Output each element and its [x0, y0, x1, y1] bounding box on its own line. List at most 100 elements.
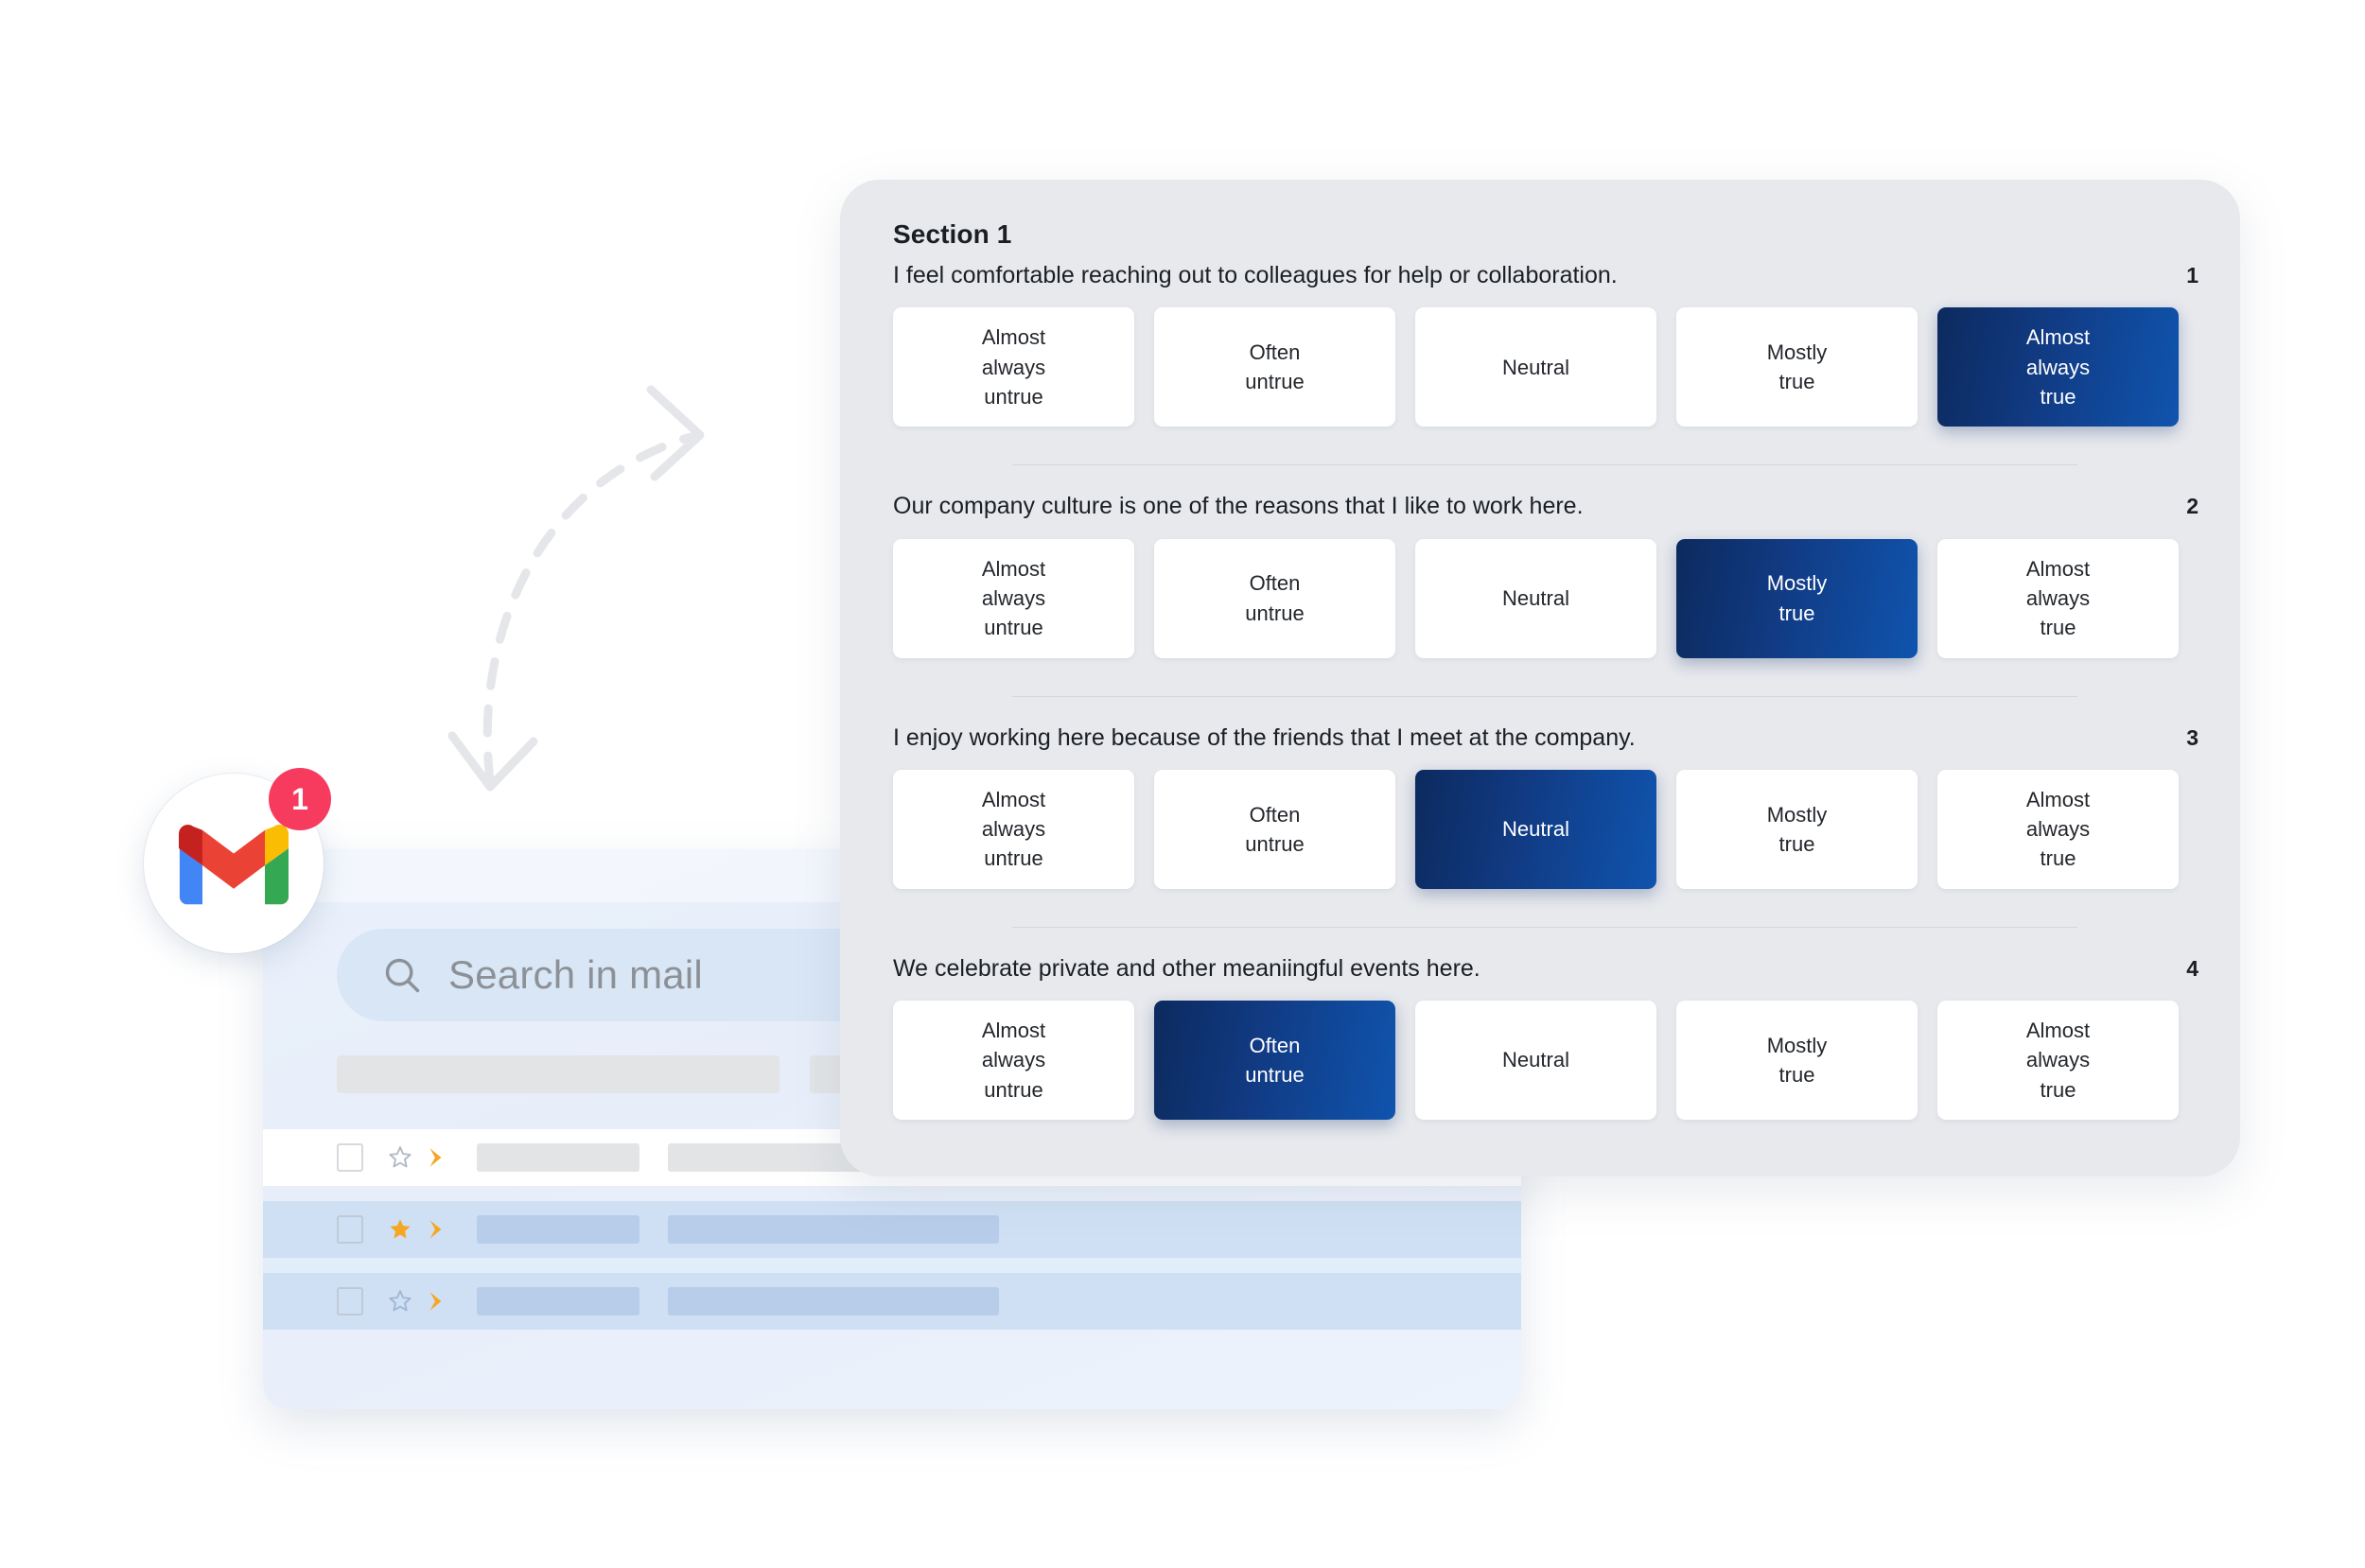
- row-gap: [263, 1186, 1521, 1201]
- subject-placeholder-bar: [668, 1215, 999, 1244]
- scale-option-neutral[interactable]: Neutral: [1415, 538, 1656, 658]
- search-placeholder-text: Search in mail: [448, 952, 703, 997]
- option-line: Almost: [2025, 787, 2091, 811]
- scale-options: Almost always untrue Often untrue Neutral M…: [893, 538, 2240, 664]
- option-line: always: [2025, 355, 2091, 379]
- scale-option-mostly-true[interactable]: Mostly true: [1676, 1001, 1918, 1120]
- option-line: Mostly: [1766, 571, 1828, 596]
- star-filled-icon[interactable]: [386, 1215, 414, 1244]
- scale-option-mostly-true[interactable]: Mostly true: [1676, 769, 1918, 889]
- option-line: untrue: [1245, 370, 1305, 394]
- option-line: Mostly: [1766, 802, 1828, 827]
- scale-option-neutral[interactable]: Neutral: [1415, 307, 1656, 427]
- option-line: Often: [1249, 1033, 1301, 1057]
- option-line: true: [1778, 1063, 1815, 1087]
- option-line: true: [2040, 1077, 2076, 1102]
- subject-placeholder-bar: [668, 1287, 999, 1315]
- option-line: Neutral: [1502, 585, 1569, 610]
- scale-option-neutral[interactable]: Neutral: [1415, 1001, 1656, 1120]
- scale-option-often-untrue[interactable]: Often untrue: [1154, 769, 1395, 889]
- mail-row[interactable]: [263, 1201, 1521, 1258]
- scale-option-often-untrue[interactable]: Often untrue: [1154, 1001, 1395, 1120]
- question-text: We celebrate private and other meaniingf…: [893, 954, 1480, 982]
- option-line: untrue: [1245, 1063, 1305, 1087]
- scale-option-almost-always-true[interactable]: Almost always true: [1937, 538, 2179, 658]
- option-line: always: [2025, 585, 2091, 610]
- survey-panel: Section 1 I feel comfortable reaching ou…: [840, 180, 2240, 1176]
- important-marker-icon[interactable]: [424, 1215, 448, 1244]
- option-line: Almost: [981, 1019, 1046, 1043]
- option-line: Almost: [2025, 556, 2091, 581]
- checkbox-icon[interactable]: [337, 1287, 363, 1315]
- option-line: untrue: [984, 846, 1043, 871]
- scale-option-almost-always-true[interactable]: Almost always true: [1937, 307, 2179, 427]
- option-line: true: [2040, 384, 2076, 409]
- option-line: Almost: [981, 556, 1046, 581]
- option-line: always: [981, 355, 1046, 379]
- option-line: untrue: [1245, 601, 1305, 625]
- scale-option-almost-always-untrue[interactable]: Almost always untrue: [893, 769, 1134, 889]
- option-line: untrue: [984, 384, 1043, 409]
- mail-row[interactable]: [263, 1273, 1521, 1330]
- row-gap: [263, 1258, 1521, 1273]
- option-line: always: [981, 585, 1046, 610]
- important-marker-icon[interactable]: [424, 1143, 448, 1172]
- scale-option-often-untrue[interactable]: Often untrue: [1154, 307, 1395, 427]
- search-icon: [385, 958, 420, 993]
- option-line: always: [981, 817, 1046, 842]
- checkbox-icon[interactable]: [337, 1143, 363, 1172]
- scale-option-neutral[interactable]: Neutral: [1415, 769, 1656, 889]
- gmail-logo-icon: [179, 825, 289, 905]
- important-marker-icon[interactable]: [424, 1287, 448, 1315]
- dashed-arrow-decoration: [447, 385, 705, 792]
- option-line: Almost: [981, 325, 1046, 350]
- scale-option-almost-always-true[interactable]: Almost always true: [1937, 1001, 2179, 1120]
- notification-badge: 1: [269, 768, 331, 830]
- option-line: Neutral: [1502, 355, 1569, 379]
- option-line: untrue: [1245, 831, 1305, 856]
- scale-options: Almost always untrue Often untrue Neutral M…: [893, 307, 2240, 432]
- scale-option-mostly-true[interactable]: Mostly true: [1676, 307, 1918, 427]
- placeholder-chip: [337, 1055, 780, 1093]
- question-divider: [1012, 926, 2077, 928]
- question-block: We celebrate private and other meaniingf…: [893, 928, 2240, 1125]
- scale-option-often-untrue[interactable]: Often untrue: [1154, 538, 1395, 658]
- option-line: true: [1778, 601, 1815, 625]
- star-outline-icon[interactable]: [386, 1287, 414, 1315]
- question-number: 3: [2186, 724, 2199, 750]
- option-line: Almost: [2025, 1019, 2091, 1043]
- option-line: Almost: [2025, 325, 2091, 350]
- checkbox-icon[interactable]: [337, 1215, 363, 1244]
- option-line: Often: [1249, 802, 1301, 827]
- question-number: 4: [2186, 955, 2199, 981]
- sender-placeholder-bar: [477, 1143, 639, 1172]
- question-block: Our company culture is one of the reason…: [893, 465, 2240, 663]
- option-line: Neutral: [1502, 1048, 1569, 1072]
- option-line: true: [1778, 831, 1815, 856]
- option-line: Mostly: [1766, 340, 1828, 365]
- option-line: Often: [1249, 340, 1301, 365]
- option-line: Almost: [981, 787, 1046, 811]
- option-line: always: [2025, 817, 2091, 842]
- sender-placeholder-bar: [477, 1287, 639, 1315]
- option-line: true: [2040, 616, 2076, 640]
- question-text: Our company culture is one of the reason…: [893, 493, 1584, 520]
- star-outline-icon[interactable]: [386, 1143, 414, 1172]
- question-divider: [1012, 464, 2077, 466]
- option-line: always: [2025, 1048, 2091, 1072]
- question-text: I feel comfortable reaching out to colle…: [893, 262, 1618, 288]
- gmail-app-icon[interactable]: 1: [144, 768, 331, 953]
- option-line: untrue: [984, 616, 1043, 640]
- option-line: true: [1778, 370, 1815, 394]
- scale-option-mostly-true[interactable]: Mostly true: [1676, 538, 1918, 658]
- question-text: I enjoy working here because of the frie…: [893, 723, 1636, 751]
- option-line: Mostly: [1766, 1033, 1828, 1057]
- option-line: Often: [1249, 571, 1301, 596]
- scale-options: Almost always untrue Often untrue Neutral M…: [893, 769, 2240, 895]
- scale-option-almost-always-untrue[interactable]: Almost always untrue: [893, 538, 1134, 658]
- question-block: I feel comfortable reaching out to colle…: [893, 250, 2240, 432]
- scale-option-almost-always-untrue[interactable]: Almost always untrue: [893, 307, 1134, 427]
